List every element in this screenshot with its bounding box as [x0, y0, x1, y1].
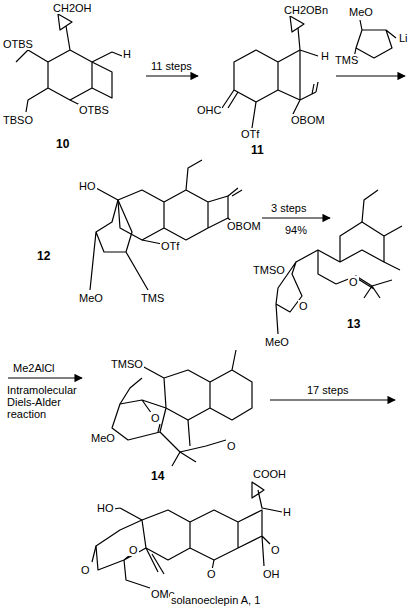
atom-label: HO [96, 502, 115, 514]
atom-label: solanoeclepin A, 1 [170, 594, 261, 606]
atom-label: CH2OH [52, 2, 93, 14]
atom-label: TMS [334, 54, 359, 66]
atom-label: OTf [160, 240, 180, 252]
atom-label: OTf [240, 128, 260, 140]
atom-label: TMSO [252, 264, 286, 276]
atom-label: O [80, 564, 91, 576]
atom-label: O [270, 544, 281, 556]
atom-label: O [128, 544, 139, 556]
atom-label: OTBS [2, 38, 34, 50]
atom-label: Li [398, 32, 409, 44]
atom-label: MeO [348, 6, 374, 18]
reaction-condition: 11 steps [150, 60, 193, 72]
atom-label: TBSO [2, 114, 34, 126]
atom-label: O [348, 276, 359, 288]
atom-label: H [282, 506, 292, 518]
reaction-condition: Me2AlCl [12, 362, 56, 374]
atom-label: TMSO [110, 358, 144, 370]
compound-number: 14 [150, 470, 165, 482]
atom-label: COOH [252, 468, 287, 480]
compound-number: 12 [36, 250, 51, 262]
atom-label: OBOM [226, 220, 262, 232]
compound-number: 13 [346, 318, 361, 330]
reaction-condition: 17 steps [306, 384, 350, 396]
atom-label: H [122, 48, 132, 60]
reaction-condition: Intramolecular Diels-Alder reaction [6, 384, 86, 420]
atom-label: OH [262, 568, 281, 580]
atom-label: O [150, 412, 161, 424]
atom-label: MeO [264, 336, 290, 348]
atom-label: O [226, 440, 237, 452]
atom-label: OBOM [290, 114, 326, 126]
atom-label: H [320, 50, 330, 62]
atom-label: HO [78, 180, 97, 192]
atom-label: CH2OBn [283, 4, 329, 16]
atom-label: TMS [140, 292, 165, 304]
reaction-condition: 94% [284, 224, 308, 236]
atom-label: MeO [90, 432, 116, 444]
compound-number: 11 [250, 144, 265, 156]
atom-label: O [298, 300, 309, 312]
compound-number: 10 [55, 138, 70, 150]
atom-label: O [206, 568, 217, 580]
atom-label: OTBS [78, 104, 110, 116]
reaction-condition: 3 steps [270, 202, 307, 214]
atom-label: OHC [196, 104, 222, 116]
atom-label: MeO [78, 292, 104, 304]
